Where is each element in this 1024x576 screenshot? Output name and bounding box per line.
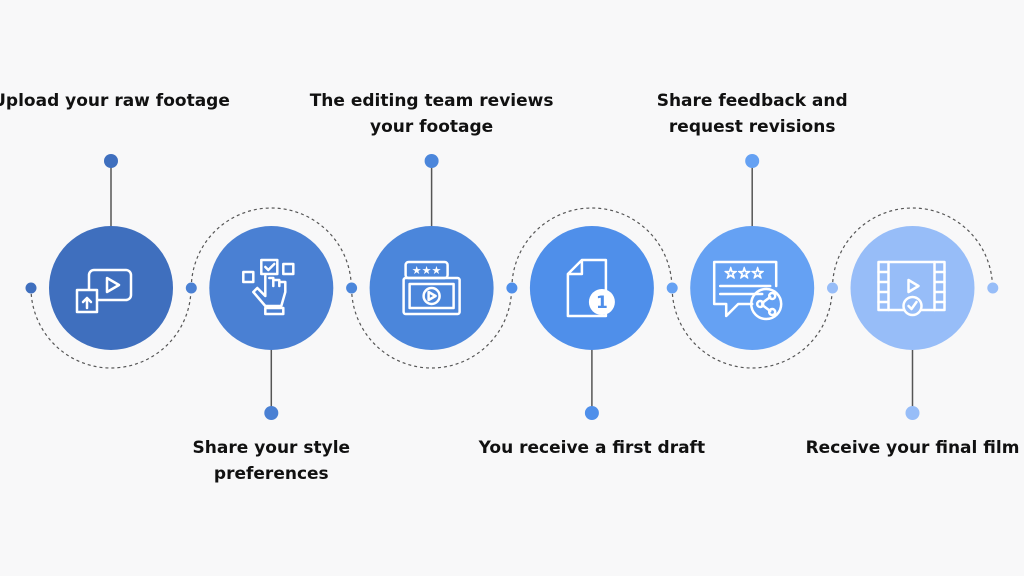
feedback-share-icon: ☆☆☆ [712, 260, 783, 321]
stem-dot [264, 406, 279, 420]
step-3: ★★★ [369, 154, 494, 350]
dashed-connector-arc [671, 287, 833, 369]
step-label: Share your style preferences [192, 438, 351, 484]
stem-dot [905, 406, 920, 420]
step-1 [49, 154, 173, 350]
upload-video-icon [75, 268, 133, 314]
svg-text:☆☆☆: ☆☆☆ [724, 264, 764, 282]
svg-text:1: 1 [596, 293, 608, 313]
step-label: Receive your final film [805, 438, 1020, 458]
dashed-connector-arc [831, 207, 994, 289]
draft-document-icon: 1 [566, 258, 615, 318]
step-circle [850, 226, 975, 350]
connector-dot [346, 282, 358, 294]
connector-dot [25, 282, 37, 294]
connector-dot [185, 282, 197, 294]
review-video-icon: ★★★ [402, 260, 461, 316]
step-6 [850, 226, 975, 420]
stem-dot [104, 154, 118, 168]
step-circle [49, 226, 173, 350]
final-film-icon [877, 260, 946, 317]
step-5: ☆☆☆ [690, 154, 815, 350]
step-label: You receive a first draft [478, 438, 706, 458]
connector-dot [987, 282, 999, 294]
step-2 [209, 226, 334, 420]
connector-dot [666, 282, 678, 294]
step-circle [690, 226, 815, 350]
svg-text:★★★: ★★★ [412, 264, 442, 277]
dashed-connector-arc [30, 287, 192, 369]
stem-dot [424, 154, 439, 168]
stem-dot [584, 406, 599, 420]
step-label: The editing team reviews your footage [309, 91, 554, 137]
connector-dot [506, 282, 518, 294]
step-label: Share feedback and request revisions [656, 91, 848, 137]
connector-dot [827, 282, 838, 294]
select-preferences-icon [242, 258, 295, 316]
step-circle [209, 226, 334, 350]
step-circle [529, 226, 654, 350]
stem-dot [745, 154, 760, 168]
dashed-connector-arc [351, 287, 513, 369]
dashed-connector-arc [190, 207, 352, 289]
step-label: Upload your raw footage [0, 91, 230, 111]
dashed-connector-arc [511, 207, 673, 289]
step-4: 1 [529, 226, 654, 420]
